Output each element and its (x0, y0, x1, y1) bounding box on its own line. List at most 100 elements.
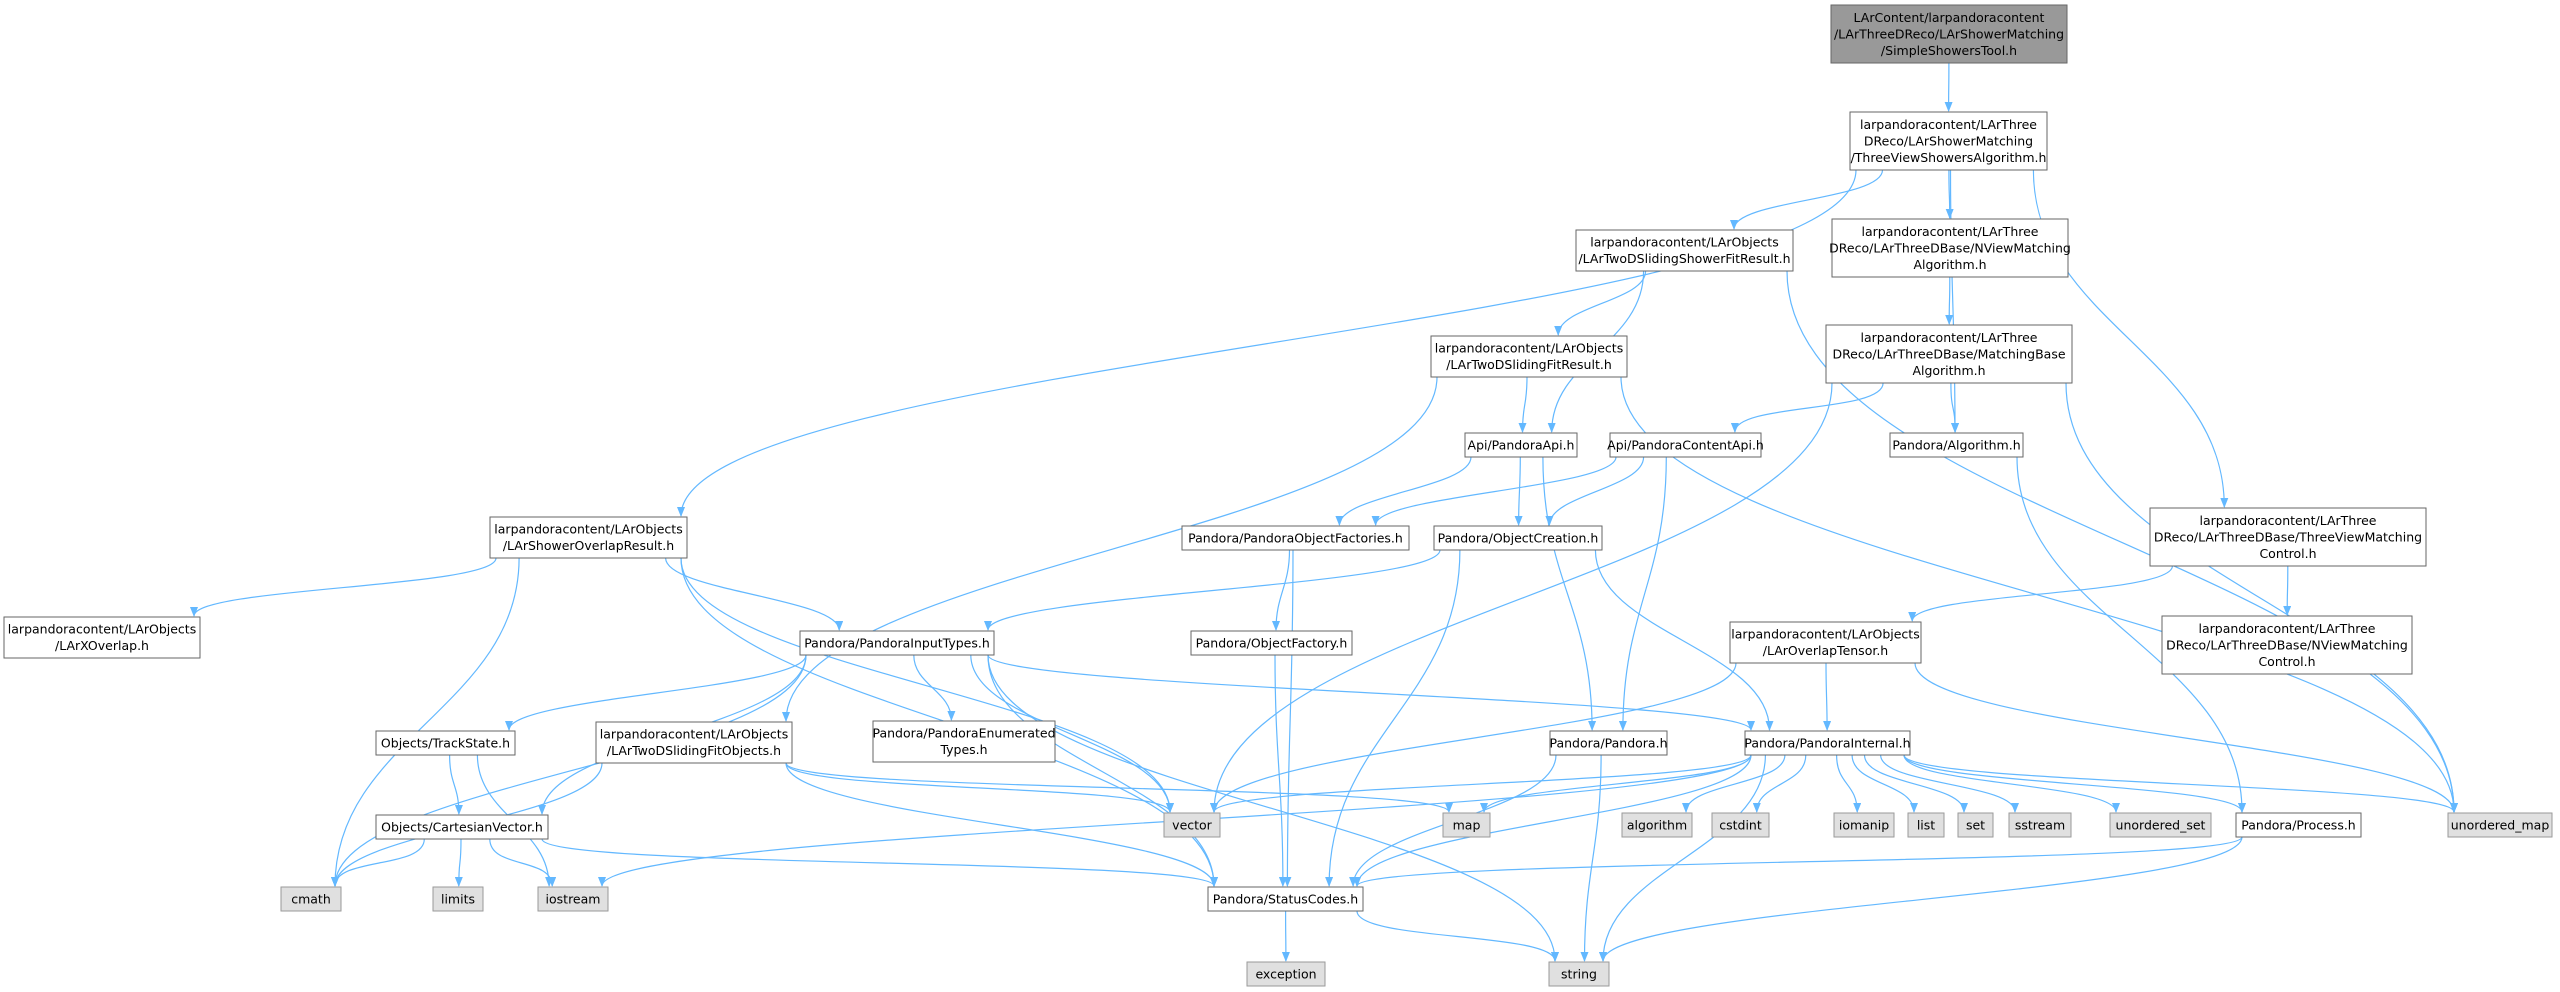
include-edge-pint-to-useto (1903, 754, 2120, 813)
node-box (1957, 812, 1994, 838)
include-edge-pcapi-to-pp (1618, 456, 1667, 731)
node-box (799, 630, 995, 656)
node-box (375, 814, 549, 840)
node-label-line: map (1453, 817, 1481, 832)
node-unordered-set: unordered_set (2109, 812, 2212, 838)
node-label-line: Control.h (2259, 546, 2316, 561)
node-pandora-pandoraobjectfactories-h[interactable]: Pandora/PandoraObjectFactories.h (1181, 525, 1410, 551)
node-label-line: larpandoracontent/LArObjects (1731, 627, 1919, 642)
node-objects-cartesianvector-h[interactable]: Objects/CartesianVector.h (375, 814, 549, 840)
node-larpandoracontent-larobjects-larshoweroverlapresult-h[interactable]: larpandoracontent/LArObjects/LArShowerOv… (489, 516, 688, 559)
nodes-layer: LArContent/larpandoracontent/LArThreeDRe… (3, 4, 2553, 987)
node-label-line: list (1917, 817, 1935, 832)
node-api-pandoraapi-h[interactable]: Api/PandoraApi.h (1464, 432, 1578, 458)
node-larpandoracontent-larthreedreco-larthreedbase-nviewmatchingcontrol-h[interactable]: larpandoracontent/LArThreeDReco/LArThree… (2161, 615, 2413, 675)
node-label-line: larpandoracontent/LArThree (1861, 330, 2038, 345)
node-pandora-pandora-h[interactable]: Pandora/Pandora.h (1549, 730, 1668, 756)
node-label-line: /LArOverlapTensor.h (1763, 643, 1888, 658)
node-label-line: /LArShowerOverlapResult.h (503, 538, 674, 553)
node-box (1163, 812, 1221, 838)
node-label-line: Pandora/ObjectCreation.h (1438, 530, 1599, 545)
node-label-line: Pandora/Algorithm.h (1892, 437, 2020, 452)
node-label-line: Control.h (2258, 654, 2315, 669)
node-pandora-statuscodes-h[interactable]: Pandora/StatusCodes.h (1207, 886, 1364, 912)
node-label-line: DReco/LArShowerMatching (1864, 133, 2033, 148)
node-box (2235, 812, 2362, 838)
include-edge-psc-to-string (1356, 910, 1559, 962)
include-edge-pit-to-cmath (331, 654, 807, 887)
include-edge-pof-to-pobf (1272, 549, 1291, 631)
node-pandora-process-h[interactable]: Pandora/Process.h (2235, 812, 2362, 838)
include-edge-sor-to-cmath (331, 557, 520, 887)
include-edge-tvsa-to-sor (677, 169, 1857, 517)
node-larcontent-larpandoracontent-larthreedreco-larshowermatching-simpleshowerstool-h[interactable]: LArContent/larpandoracontent/LArThreeDRe… (1830, 4, 2068, 64)
node-label-line: Pandora/Pandora.h (1550, 735, 1668, 750)
node-box (872, 720, 1056, 763)
node-pandora-objectfactory-h[interactable]: Pandora/ObjectFactory.h (1190, 630, 1353, 656)
node-box (2161, 615, 2413, 675)
node-label-line: larpandoracontent/LArThree (2199, 621, 2376, 636)
node-label-line: iomanip (1839, 817, 1889, 832)
include-edge-pint-to-list (1851, 754, 1918, 813)
node-label-line: DReco/LArThreeDBase/NViewMatching (2166, 637, 2408, 652)
node-exception: exception (1246, 961, 1326, 987)
node-label-line: larpandoracontent/LArThree (1860, 117, 2037, 132)
include-edge-papi-to-pp (1542, 456, 1597, 731)
node-box (2008, 812, 2072, 838)
node-larpandoracontent-larthreedreco-larthreedbase-threeviewmatchingcontrol-h[interactable]: larpandoracontent/LArThreeDReco/LArThree… (2149, 507, 2427, 567)
node-pandora-pandorainternal-h[interactable]: Pandora/PandoraInternal.h (1744, 730, 1911, 756)
node-label-line: Algorithm.h (1913, 257, 1986, 272)
node-larpandoracontent-larobjects-lartwodslidingfitresult-h[interactable]: larpandoracontent/LArObjects/LArTwoDSlid… (1430, 335, 1628, 378)
node-label-line: Api/PandoraApi.h (1468, 437, 1575, 452)
node-larpandoracontent-larthreedreco-larthreedbase-matchingbasealgorithm-h[interactable]: larpandoracontent/LArThreeDReco/LArThree… (1825, 324, 2073, 384)
node-box (1825, 324, 2073, 384)
node-larpandoracontent-larobjects-laroverlaptensor-h[interactable]: larpandoracontent/LArObjects/LArOverlapT… (1729, 621, 1922, 664)
node-box (489, 516, 688, 559)
include-edge-pit-to-string (987, 654, 1559, 962)
include-edge-tvsa-to-tdsl (1730, 169, 1884, 230)
node-box (1548, 961, 1610, 987)
node-label-line: Pandora/Process.h (2241, 817, 2355, 832)
node-label-line: exception (1255, 966, 1316, 981)
node-label-line: cstdint (1719, 817, 1762, 832)
node-pandora-pandorainputtypes-h[interactable]: Pandora/PandoraInputTypes.h (799, 630, 995, 656)
node-pandora-algorithm-h[interactable]: Pandora/Algorithm.h (1889, 432, 2024, 458)
node-api-pandoracontentapi-h[interactable]: Api/PandoraContentApi.h (1607, 432, 1764, 458)
include-edge-tdsfo-to-vector (785, 762, 1174, 813)
include-edge-poc-to-pit (984, 549, 1441, 631)
include-edge-tdsfo-to-psc (785, 762, 1218, 887)
node-label-line: /ThreeViewShowersAlgorithm.h (1851, 150, 2047, 165)
include-edge-pint-to-iomanip (1836, 754, 1862, 813)
node-box (2149, 507, 2427, 567)
node-box (1744, 730, 1911, 756)
include-edge-tdsf-to-papi (1518, 376, 1528, 433)
include-edge-tvmc-to-ovt (1908, 565, 2173, 622)
include-edge-pint-to-set (1863, 754, 1968, 813)
node-box (1831, 218, 2069, 278)
include-edge-mba-to-vector (1210, 382, 1833, 813)
node-label-line: vector (1172, 817, 1213, 832)
include-edge-papi-to-pof (1335, 456, 1472, 526)
node-pandora-objectcreation-h[interactable]: Pandora/ObjectCreation.h (1433, 525, 1603, 551)
node-label-line: /LArTwoDSlidingFitResult.h (1446, 357, 1612, 372)
node-larpandoracontent-larobjects-lartwodslidingshowerfitresult-h[interactable]: larpandoracontent/LArObjects/LArTwoDSlid… (1575, 229, 1794, 272)
node-box (1181, 525, 1410, 551)
include-edge-proc-to-string (1599, 836, 2243, 962)
node-cstdint: cstdint (1711, 812, 1770, 838)
include-edge-pint-to-map (1480, 754, 1752, 813)
node-iomanip: iomanip (1833, 812, 1895, 838)
node-larpandoracontent-larobjects-lartwodslidingfitobjects-h[interactable]: larpandoracontent/LArObjects/LArTwoDSlid… (595, 721, 793, 764)
node-larpandoracontent-larobjects-larxoverlap-h[interactable]: larpandoracontent/LArObjects/LArXOverlap… (3, 616, 201, 659)
node-box (2109, 812, 2212, 838)
node-label-line: Types.h (939, 742, 987, 757)
node-map: map (1442, 812, 1491, 838)
node-larpandoracontent-larthreedreco-larshowermatching-threeviewshowersalgorithm-h[interactable]: larpandoracontent/LArThreeDReco/LArShowe… (1849, 111, 2048, 171)
node-label-line: DReco/LArThreeDBase/NViewMatching (1829, 240, 2071, 255)
include-edge-pobf-to-psc (1274, 654, 1287, 887)
node-box (1711, 812, 1770, 838)
include-edge-poc-to-pint (1594, 549, 1774, 731)
node-label-line: Pandora/PandoraEnumerated (872, 726, 1055, 741)
node-objects-trackstate-h[interactable]: Objects/TrackState.h (375, 730, 516, 756)
node-larpandoracontent-larthreedreco-larthreedbase-nviewmatchingalgorithm-h[interactable]: larpandoracontent/LArThreeDReco/LArThree… (1829, 218, 2071, 278)
